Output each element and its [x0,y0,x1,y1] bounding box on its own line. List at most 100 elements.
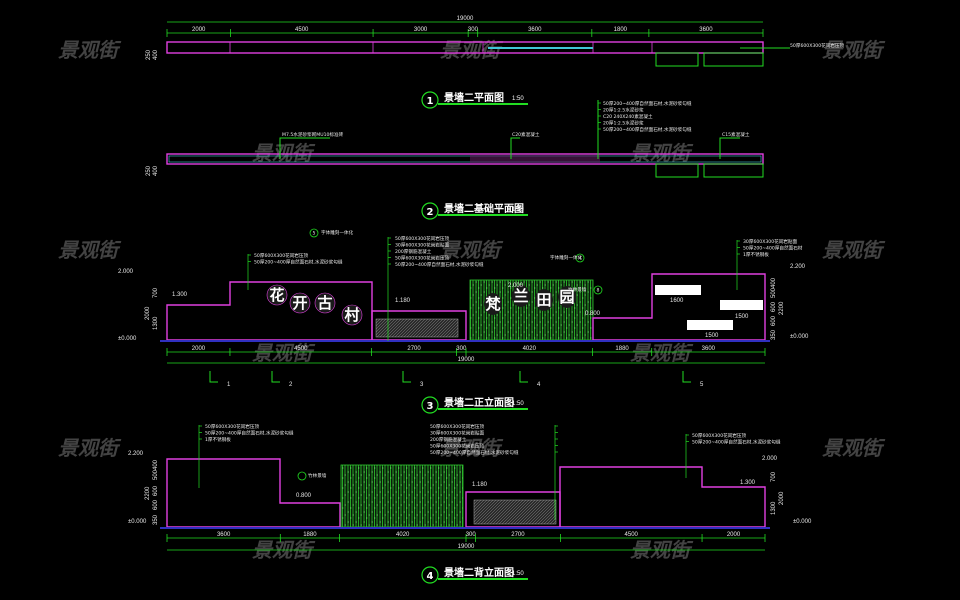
annotation-note: 1厚不锈钢板 [743,251,769,258]
drawing-scale: 1:50 [512,401,524,407]
annotation-note: 50厚600X300花岗岩压顶 [254,252,308,259]
annotation-note: 30厚600X300花岗岩贴面 [395,242,449,249]
dim-label: 500 [153,469,159,480]
plan-segment-dividers [229,42,653,53]
planter-box [655,52,699,67]
dim-label: 1800 [614,27,628,33]
planter-box [655,285,701,295]
drawing-title: 景墙二正立面图 [444,396,514,409]
section-mark [682,371,691,383]
annotation-note: C20 240X240素混凝土 [603,113,653,120]
dim-label: 400 [153,459,159,470]
annotation-note: 50厚200~400厚自然面石材,水泥砂浆勾缝 [603,100,692,107]
detail-tag-note: 字体雕刻一体化 [550,254,583,261]
character-medallion [314,292,336,314]
drawing-number-circle [421,202,439,220]
watermark: 景观街 [822,436,886,460]
drawing-scale: 1:50 [512,207,524,213]
drawing-number: 2 [427,207,434,218]
level-mark: 0.800 [585,311,601,317]
dim-label: 4020 [523,346,537,352]
foundation-plan-view: M7.5水泥砂浆砌MU10标准砖 C20素混凝土 C15素混凝土 50厚200~… [146,100,764,178]
planter-dim: 1600 [670,298,684,304]
dim-label: 1300 [771,501,777,515]
watermark: 景观街 [252,141,316,165]
annotation-note: 200厚钢筋混凝土 [395,248,432,255]
dim-label: 400 [771,277,777,288]
level-mark: ±0.000 [793,519,812,525]
dim-label: 350 [771,329,777,340]
dim-label: 3600 [528,27,542,33]
dim-label: 600 [771,301,777,312]
drawing-scale: 1:50 [512,571,524,577]
annotation-note: 50厚200~400厚自然面石材,水泥砂浆勾缝 [205,430,294,437]
section-mark-label: 3 [420,382,424,388]
annotation-note: 20厚1:2.5水泥砂浆 [603,120,644,127]
detail-tag-number: 4 [579,256,582,262]
drawing-number: 1 [427,96,434,107]
detail-tag-number: 8 [597,288,600,294]
drawing-number: 3 [427,401,434,412]
level-mark: 2.200 [790,264,806,270]
dim-label: 1880 [615,346,629,352]
watermark: 景观街 [58,38,122,62]
dim-total-label: 19000 [457,16,474,22]
plan-note: 50厚600X300花岗岩压顶 [790,42,844,49]
section-mark [519,371,528,383]
annotation-note: 50厚600X300花岗岩压顶 [395,235,449,242]
watermark: 景观街 [440,436,504,460]
sign-character: 花 [269,286,284,304]
watermark: 景观街 [58,436,122,460]
dim-label: 1300 [153,316,159,330]
dim-label: 4500 [625,532,639,538]
watermark: 景观街 [822,238,886,262]
stone-wall-left [166,458,341,528]
planter-dim: 1500 [735,314,749,320]
dim-label: 3600 [699,27,713,33]
level-mark: ±0.000 [128,519,147,525]
foundation-outline [166,153,764,165]
section-mark [209,371,218,383]
annotation-note: 50厚600X300花岗岩压顶 [395,255,449,262]
annotation-note: 50厚200~400厚自然面石材,水泥砂浆勾缝 [254,259,343,266]
dim-label: 2200 [145,486,151,500]
dim-label: 250 [146,165,152,176]
annotation-note: 50厚200~400厚自然面石材,水泥砂浆勾缝 [430,449,519,456]
drawing-scale: 1:50 [512,96,524,102]
dim-label: 2000 [727,532,741,538]
dim-label: 4500 [295,27,309,33]
level-mark: 2.000 [118,269,134,275]
foundation-note: C20素混凝土 [512,131,540,138]
sign-character: 田 [536,291,551,309]
dim-label: 2700 [511,532,525,538]
dim-label: 700 [771,471,777,482]
drawing-title: 景墙二平面图 [444,91,504,104]
level-mark: ±0.000 [790,334,809,340]
drawing-number: 4 [427,571,434,582]
dim-label: 4020 [396,532,410,538]
dim-label: 1880 [303,532,317,538]
dim-label: 2000 [192,27,206,33]
drawing-title: 景墙二基础平面图 [444,202,524,215]
sign-character: 园 [559,288,574,306]
character-medallion [341,304,363,326]
dim-label: 3000 [414,27,428,33]
watermark: 景观街 [630,341,694,365]
sign-character: 村 [344,306,359,324]
annotation-note: 50厚200~400厚自然面石材,水泥砂浆勾缝 [692,439,781,446]
annotation-note: 50厚600X300花岗岩压顶 [430,443,484,450]
planter-footing [703,163,764,178]
detail-tag-note: 竹林景墙 [568,286,587,293]
level-mark: 1.300 [740,480,756,486]
planter-box [720,300,763,310]
annotation-note: 50厚200~400厚自然面石材,水泥砂浆勾缝 [603,126,692,133]
drawing-title: 景墙二背立面图 [444,566,514,579]
